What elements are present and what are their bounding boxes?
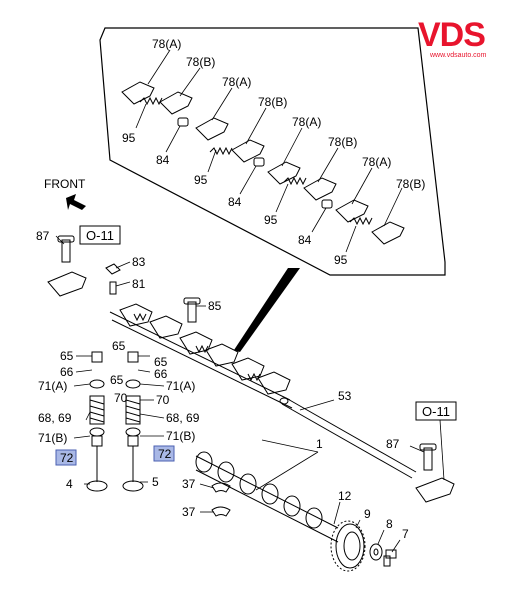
callout-65-m2: 65 (110, 373, 124, 387)
main-leaders (55, 235, 425, 553)
inset-leaders (135, 49, 403, 253)
callout-71a-right: 71(A) (166, 379, 195, 393)
callout-65-left: 65 (60, 349, 74, 363)
callout-7: 7 (402, 527, 409, 541)
callout-95-4: 95 (334, 253, 348, 267)
detail-pointer (234, 268, 300, 352)
valve-stack-left (86, 351, 108, 492)
left-bracket-assembly (47, 235, 201, 323)
ref-box-right: O-11 (415, 401, 457, 421)
callout-37-top: 37 (182, 477, 196, 491)
callout-84-2: 84 (228, 195, 242, 209)
callout-37-bottom: 37 (182, 505, 196, 519)
ref-box-left: O-11 (79, 225, 121, 245)
front-indicator: FRONT (44, 177, 86, 210)
callout-87-left: 87 (36, 229, 50, 243)
callout-6869-right: 68, 69 (166, 411, 200, 425)
callout-6869-left: 68, 69 (38, 411, 72, 425)
front-label: FRONT (44, 177, 86, 191)
callout-78a-2: 78(A) (222, 75, 251, 89)
washer (369, 543, 383, 561)
callout-72-left: 72 (60, 451, 74, 465)
callout-65-mid: 65 (112, 339, 126, 353)
ref-box-left-text: O-11 (86, 228, 114, 243)
valve-stack-right (122, 351, 144, 492)
gear-bolt (383, 549, 397, 567)
callout-71b-right: 71(B) (166, 429, 195, 443)
callout-12: 12 (338, 489, 352, 503)
callout-71a-left: 71(A) (38, 379, 67, 393)
callout-78b-3: 78(B) (328, 135, 357, 149)
callout-78b-2: 78(B) (258, 95, 287, 109)
callout-53: 53 (338, 389, 352, 403)
callout-78a-4: 78(A) (362, 155, 391, 169)
callout-66-right: 66 (154, 367, 168, 381)
callout-70-right: 70 (156, 393, 170, 407)
ref-box-right-text: O-11 (422, 404, 450, 419)
callout-66-left: 66 (60, 365, 74, 379)
rocker-shaft-assembly (109, 303, 293, 409)
logo-site: www.vdsauto.com (429, 52, 487, 59)
push-rod (279, 397, 417, 479)
callout-72-right-badge: 72 (153, 445, 175, 462)
callout-71b-left: 71(B) (38, 431, 67, 445)
callout-5: 5 (152, 475, 159, 489)
thrust-plates (211, 482, 231, 517)
callout-87-right: 87 (386, 437, 400, 451)
callout-85: 85 (208, 299, 222, 313)
callout-8: 8 (386, 517, 393, 531)
camshaft (195, 451, 339, 543)
callout-72-left-badge: 72 (55, 449, 77, 466)
callout-78b-4: 78(B) (396, 177, 425, 191)
callout-95-1: 95 (122, 131, 136, 145)
callout-83: 83 (132, 255, 146, 269)
callout-84-1: 84 (156, 153, 170, 167)
callout-78b-1: 78(B) (186, 55, 215, 69)
callout-4: 4 (66, 477, 73, 491)
callout-81: 81 (132, 277, 146, 291)
logo-brand: VDS (418, 16, 485, 54)
callout-95-2: 95 (194, 173, 208, 187)
right-bracket-assembly (415, 419, 455, 503)
callout-78a-3: 78(A) (292, 115, 321, 129)
callout-9: 9 (364, 507, 371, 521)
callout-78a-1: 78(A) (152, 37, 181, 51)
callout-72-right: 72 (158, 447, 172, 461)
cam-gear (330, 520, 366, 572)
vds-logo: VDS www.vdsauto.com (418, 16, 487, 59)
callout-1: 1 (316, 437, 323, 451)
detail-inset-frame (99, 27, 446, 276)
callout-84-3: 84 (298, 233, 312, 247)
callout-65-right: 65 (154, 355, 168, 369)
callout-95-3: 95 (264, 213, 278, 227)
inset-callouts: 78(A) 78(B) 78(A) 78(B) 78(A) 78(B) 78(A… (122, 37, 425, 267)
main-callouts: 87 83 81 85 65 65 65 66 66 65 71(A) 71(A… (36, 229, 409, 541)
callout-70-left: 70 (114, 391, 128, 405)
front-arrow-icon (66, 194, 86, 210)
